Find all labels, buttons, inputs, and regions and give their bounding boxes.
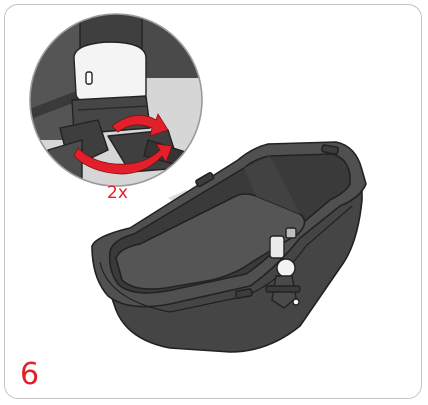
repeat-count-label: 2x bbox=[107, 183, 128, 203]
step-number: 6 bbox=[20, 358, 39, 392]
magnifier-callout bbox=[20, 14, 230, 206]
